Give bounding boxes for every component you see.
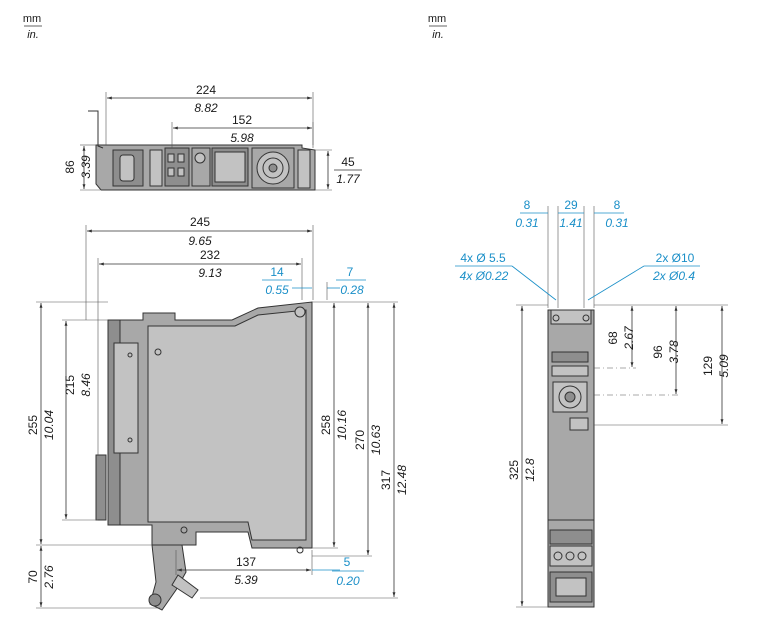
dim-side-height-317-in: 12.48 — [395, 465, 409, 495]
front-dial-icon — [558, 385, 582, 409]
dim-side-height-270-in: 10.63 — [369, 425, 383, 455]
side-terminal — [95, 454, 107, 521]
unit-mm: mm — [23, 13, 41, 25]
dim-side-width-body-in: 9.13 — [198, 266, 222, 280]
dim-side-offset-a-mm: 14 — [270, 265, 284, 279]
top-view: 86 3.39 224 8.82 152 5.98 45 1.77 — [63, 83, 362, 191]
dim-top-width-total-in: 8.82 — [194, 101, 218, 115]
dim-side-cable-height-in: 2.76 — [42, 565, 56, 590]
dim-side-bottom-offset-in: 0.20 — [336, 574, 360, 588]
dim-side-offset-b-in: 0.28 — [340, 283, 364, 297]
dim-front-height-68-in: 2.67 — [622, 325, 636, 351]
dim-side-offset-a-in: 0.55 — [265, 283, 289, 297]
dim-front-height-total-mm: 325 — [507, 460, 521, 480]
unit-in: in. — [432, 29, 444, 41]
dim-side-bottom-offset-mm: 5 — [344, 555, 351, 569]
dim-front-spacing-mid-in: 1.41 — [559, 216, 582, 230]
dim-top-width-inner-in: 5.98 — [230, 131, 254, 145]
dim-front-spacing-mid-mm: 29 — [564, 198, 578, 212]
side-view: 245 9.65 232 9.13 14 0.55 7 0.28 255 10.… — [26, 215, 409, 611]
dim-side-height-258-in: 10.16 — [335, 410, 349, 440]
side-cable-gland — [149, 544, 187, 611]
dim-side-width-total-in: 9.65 — [188, 234, 212, 248]
front-view: 8 0.31 29 1.41 8 0.31 4x Ø 5.5 4x Ø0.22 … — [455, 198, 731, 608]
dim-side-height-270-mm: 270 — [353, 430, 367, 450]
dim-top-depth-in: 1.77 — [336, 172, 361, 186]
dim-front-holes-large-mm: 2x Ø10 — [656, 251, 695, 265]
dim-side-width-body-mm: 232 — [200, 248, 220, 262]
dim-side-width-total-mm: 245 — [190, 215, 210, 229]
dim-front-height-total-in: 12.8 — [523, 458, 537, 482]
dim-side-height-inner-in: 8.46 — [79, 373, 93, 397]
dim-front-spacing-right-in: 0.31 — [605, 216, 628, 230]
dim-top-width-inner-mm: 152 — [232, 113, 252, 127]
dim-front-height-129-mm: 129 — [701, 356, 715, 376]
dim-front-height-96-in: 3.78 — [667, 340, 681, 364]
dim-side-height-258-mm: 258 — [319, 415, 333, 435]
dim-top-depth-mm: 45 — [341, 155, 355, 169]
dim-side-cable-height-mm: 70 — [26, 570, 40, 584]
dim-front-height-68-mm: 68 — [606, 331, 620, 345]
dim-side-height-317-mm: 317 — [379, 470, 393, 490]
dim-front-spacing-right-mm: 8 — [614, 198, 621, 212]
dim-side-bottom-width-in: 5.39 — [234, 573, 258, 587]
unit-legend-left: mm in. — [23, 13, 42, 41]
dim-top-height-mm: 86 — [63, 160, 77, 174]
dim-front-spacing-left-mm: 8 — [524, 198, 531, 212]
dim-front-spacing-left-in: 0.31 — [515, 216, 538, 230]
dim-side-height-total-in: 10.04 — [42, 410, 56, 440]
dim-front-height-96-mm: 96 — [651, 345, 665, 359]
dim-side-offset-b-mm: 7 — [347, 265, 354, 279]
unit-legend-right: mm in. — [428, 13, 447, 41]
dim-side-height-total-mm: 255 — [26, 415, 40, 435]
unit-in: in. — [27, 29, 39, 41]
dim-front-holes-small-mm: 4x Ø 5.5 — [460, 251, 506, 265]
front-body-upper — [547, 309, 595, 521]
dim-side-bottom-width-mm: 137 — [236, 555, 256, 569]
dim-top-height-in: 3.39 — [79, 155, 93, 179]
dim-front-height-129-in: 5.09 — [717, 354, 731, 378]
dim-front-holes-large-in: 2x Ø0.4 — [652, 269, 695, 283]
dim-side-height-inner-mm: 215 — [63, 375, 77, 395]
unit-mm: mm — [428, 13, 446, 25]
dim-front-holes-small-in: 4x Ø0.22 — [460, 269, 509, 283]
dim-top-width-total-mm: 224 — [196, 83, 216, 97]
